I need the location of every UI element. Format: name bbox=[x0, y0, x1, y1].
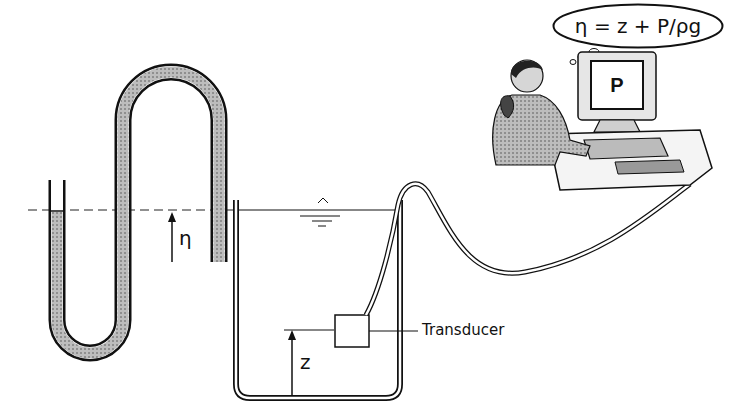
z-reference bbox=[284, 329, 334, 330]
monitor-screen: P bbox=[590, 60, 644, 110]
transducer-leader bbox=[369, 330, 418, 331]
monitor-stand bbox=[594, 120, 640, 132]
tube-meniscus bbox=[49, 210, 65, 212]
z-arrowhead bbox=[288, 330, 296, 340]
person-body bbox=[493, 95, 590, 165]
node-text: η = z + P/ρg bbox=[575, 14, 701, 38]
z-symbol: z bbox=[300, 352, 311, 372]
tube-bore bbox=[57, 72, 219, 353]
eta-arrow bbox=[171, 215, 173, 262]
cable bbox=[366, 184, 690, 315]
desk bbox=[548, 130, 712, 190]
node-text: P bbox=[610, 74, 623, 97]
transducer-box bbox=[335, 315, 369, 347]
tube-outline bbox=[57, 72, 219, 353]
person-hair bbox=[511, 61, 543, 78]
water-ripples bbox=[300, 198, 340, 226]
person-hand bbox=[501, 96, 514, 118]
keyboard bbox=[584, 138, 668, 159]
transducer-label: Transducer bbox=[422, 323, 504, 338]
tube-liquid bbox=[57, 72, 219, 353]
eta-symbol: η bbox=[179, 228, 192, 248]
person-head bbox=[511, 60, 543, 92]
monitor-case bbox=[578, 52, 656, 120]
water-surface bbox=[239, 209, 397, 210]
eta-arrowhead bbox=[168, 212, 176, 222]
thought-bubble: η = z + P/ρg bbox=[552, 3, 724, 49]
thought-dot bbox=[570, 60, 576, 65]
cable-core bbox=[366, 184, 690, 315]
keyboard-pad bbox=[615, 160, 684, 174]
z-arrow bbox=[291, 333, 293, 396]
